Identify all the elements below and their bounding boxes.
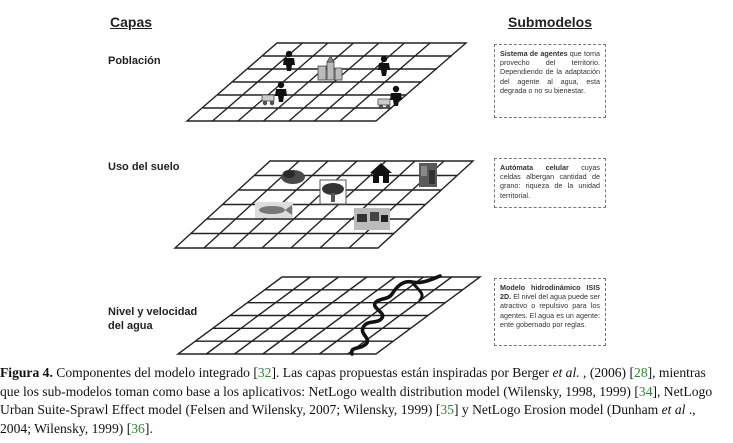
header-capas: Capas	[110, 14, 153, 30]
submodel-box-nivel-agua: Modelo hidrodinámico ISIS 2D. El nivel d…	[494, 278, 606, 346]
citation-link[interactable]: 34	[638, 383, 653, 399]
caption-italic: et al.	[552, 365, 580, 380]
field-photo-icon	[419, 163, 437, 187]
caption-italic: et al	[661, 402, 686, 417]
caption-text: ., 2004; Wilensky, 1999) [	[0, 402, 696, 436]
person-icon	[283, 50, 295, 71]
caption-text: ] y NetLogo Erosion model (Dunham	[453, 402, 662, 417]
caption-text: ], mientras que los sub-modelos toman co…	[0, 365, 706, 399]
tree-photo-icon	[319, 179, 347, 205]
submodel-text: que toma provecho del territorio. Depend…	[500, 49, 600, 95]
caption-text: ].	[144, 420, 153, 436]
fish-photo-icon	[255, 202, 293, 218]
caption-text: Componentes del modelo integrado [	[52, 365, 258, 380]
caption-label: Figura 4.	[0, 365, 53, 380]
layer-label-uso-suelo: Uso del suelo	[108, 161, 180, 173]
submodel-title: Autómata celular	[500, 163, 569, 172]
person-icon	[390, 85, 402, 106]
citation-link[interactable]: 28	[634, 365, 648, 380]
citation-link[interactable]: 36	[131, 420, 145, 436]
submodel-title: Sistema de agentes	[500, 49, 568, 58]
person-icon	[275, 81, 287, 102]
caption-text: ]. Las capas propuestas están inspiradas…	[271, 365, 553, 380]
layer-label-nivel-agua: Nivel y velocidad del agua	[108, 306, 198, 332]
village-icon	[317, 55, 343, 81]
person-icon	[378, 55, 390, 76]
forest-photo-icon	[281, 170, 305, 184]
submodel-box-uso-suelo: Autómata celular cuyas celdas albergan c…	[494, 158, 606, 208]
cattle-photo-icon	[354, 208, 390, 230]
grid-nivel-agua	[175, 276, 483, 355]
caption-text: ], NetLogo Urban Suite-Sprawl Effect mod…	[0, 383, 713, 418]
figure-caption: Figura 4. Componentes del modelo integra…	[0, 364, 728, 438]
citation-link[interactable]: 35	[440, 402, 454, 417]
layer-label-poblacion: Población	[108, 55, 161, 67]
cart-icon	[377, 98, 391, 110]
river-branch-path	[410, 280, 424, 302]
caption-text: , (2006) [	[579, 365, 635, 380]
header-submodelos: Submodelos	[508, 14, 593, 30]
submodel-text: El nivel del agua puede ser atractivo o …	[500, 292, 600, 329]
citation-link[interactable]: 32	[257, 365, 272, 380]
grid-poblacion	[185, 42, 468, 122]
submodel-text: cuyas celdas albergan cantidad de grano:…	[500, 163, 600, 200]
river-path	[349, 274, 442, 356]
house-icon	[370, 163, 392, 183]
submodel-box-poblacion: Sistema de agentes que toma provecho del…	[494, 44, 606, 118]
cart-icon	[261, 94, 275, 106]
submodel-title: Modelo hidrodinámico ISIS 2D.	[500, 283, 600, 302]
